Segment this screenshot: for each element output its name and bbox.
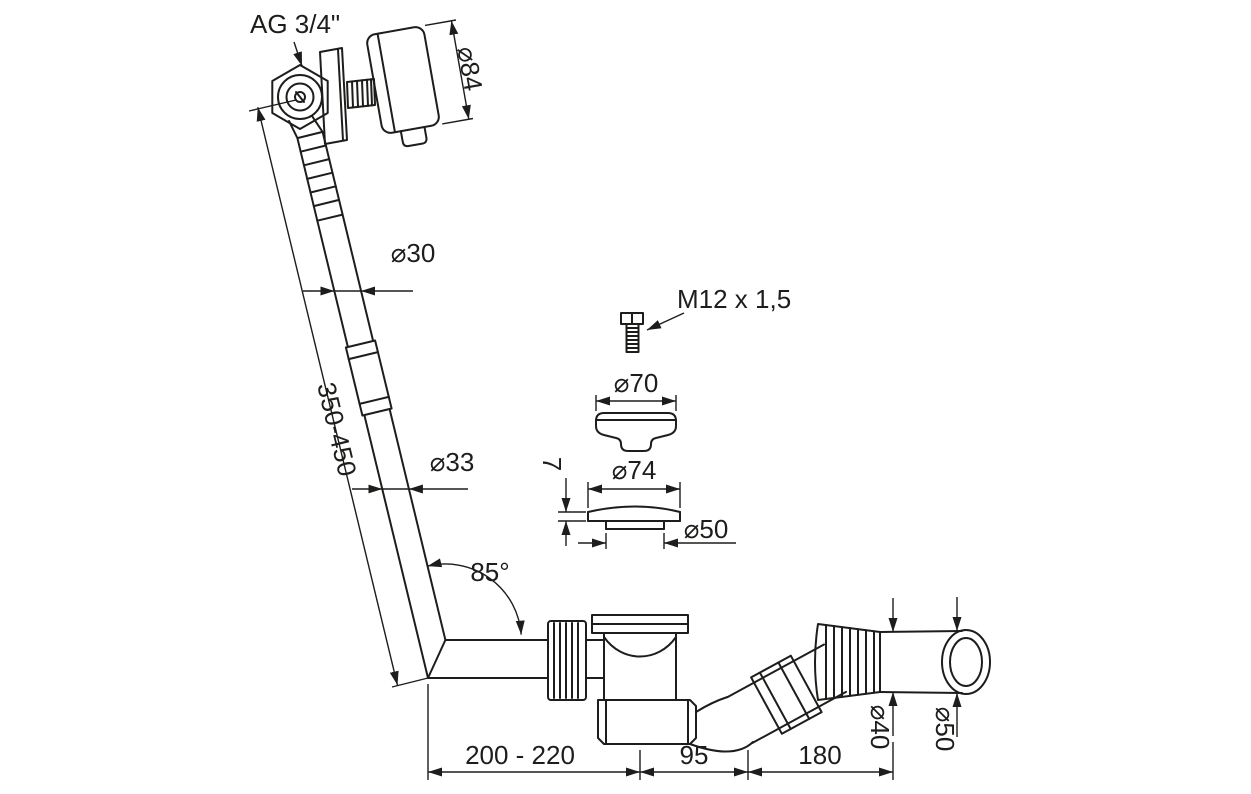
overflow-fitting (271, 47, 376, 145)
label-rosette-diameter: ⌀84 (451, 44, 488, 93)
label-flange-diameter: ⌀74 (612, 455, 657, 485)
dim-span-chain: 200 - 220 95 180 (427, 684, 894, 780)
ribbed-nut (547, 620, 587, 701)
drain-body (591, 614, 689, 701)
label-span-inlet: 200 - 220 (465, 740, 575, 770)
label-span-middle: 95 (680, 740, 709, 770)
dim-flange-diameter: ⌀74 (587, 455, 681, 508)
thread-callout: AG 3/4" (250, 9, 340, 67)
label-flange-plug-diameter: ⌀50 (684, 514, 729, 544)
dim-flange-plug-diameter: ⌀50 (578, 514, 736, 549)
drain-flange (587, 505, 681, 530)
tube-sleeve (344, 339, 393, 417)
dim-tube-diameter-upper: ⌀30 (303, 238, 436, 296)
cone-union (814, 623, 881, 701)
drain-assembly (547, 614, 991, 753)
dim-tube-length: 350-450 (248, 99, 429, 688)
label-flange-thickness: 7 (537, 457, 567, 471)
label-bend-angle: 85° (470, 557, 509, 587)
label-thread: AG 3/4" (250, 9, 340, 39)
screw-callout: M12 x 1,5 (646, 284, 791, 331)
label-cap-diameter: ⌀70 (614, 368, 659, 398)
overflow-cap (595, 412, 677, 452)
dim-tube-diameter-lower: ⌀33 (352, 447, 475, 494)
drain-tee (597, 699, 697, 745)
overflow-rosette (366, 26, 440, 148)
threaded-stub (346, 78, 376, 109)
label-tube-diameter-lower: ⌀33 (430, 447, 475, 477)
label-span-outlet: 180 (798, 740, 841, 770)
label-outlet-pipe-diameter: ⌀40 (865, 705, 895, 750)
screw-m12 (620, 312, 644, 353)
label-screw-thread: M12 x 1,5 (677, 284, 791, 314)
label-tube-diameter-upper: ⌀30 (391, 238, 436, 268)
label-tube-length: 350-450 (311, 379, 363, 479)
dim-outlet-pipe-diameter: ⌀40 (865, 598, 898, 750)
label-outlet-end-diameter: ⌀50 (930, 707, 960, 752)
outlet-pipe (879, 629, 991, 695)
dim-bend-angle: 85° (427, 557, 525, 635)
dim-flange-thickness: 7 (537, 457, 586, 546)
dim-cap-diameter: ⌀70 (595, 368, 677, 411)
dim-outlet-end-diameter: ⌀50 (930, 597, 962, 752)
dim-rosette-diameter: ⌀84 (424, 19, 489, 125)
outlet-elbow (689, 643, 847, 753)
